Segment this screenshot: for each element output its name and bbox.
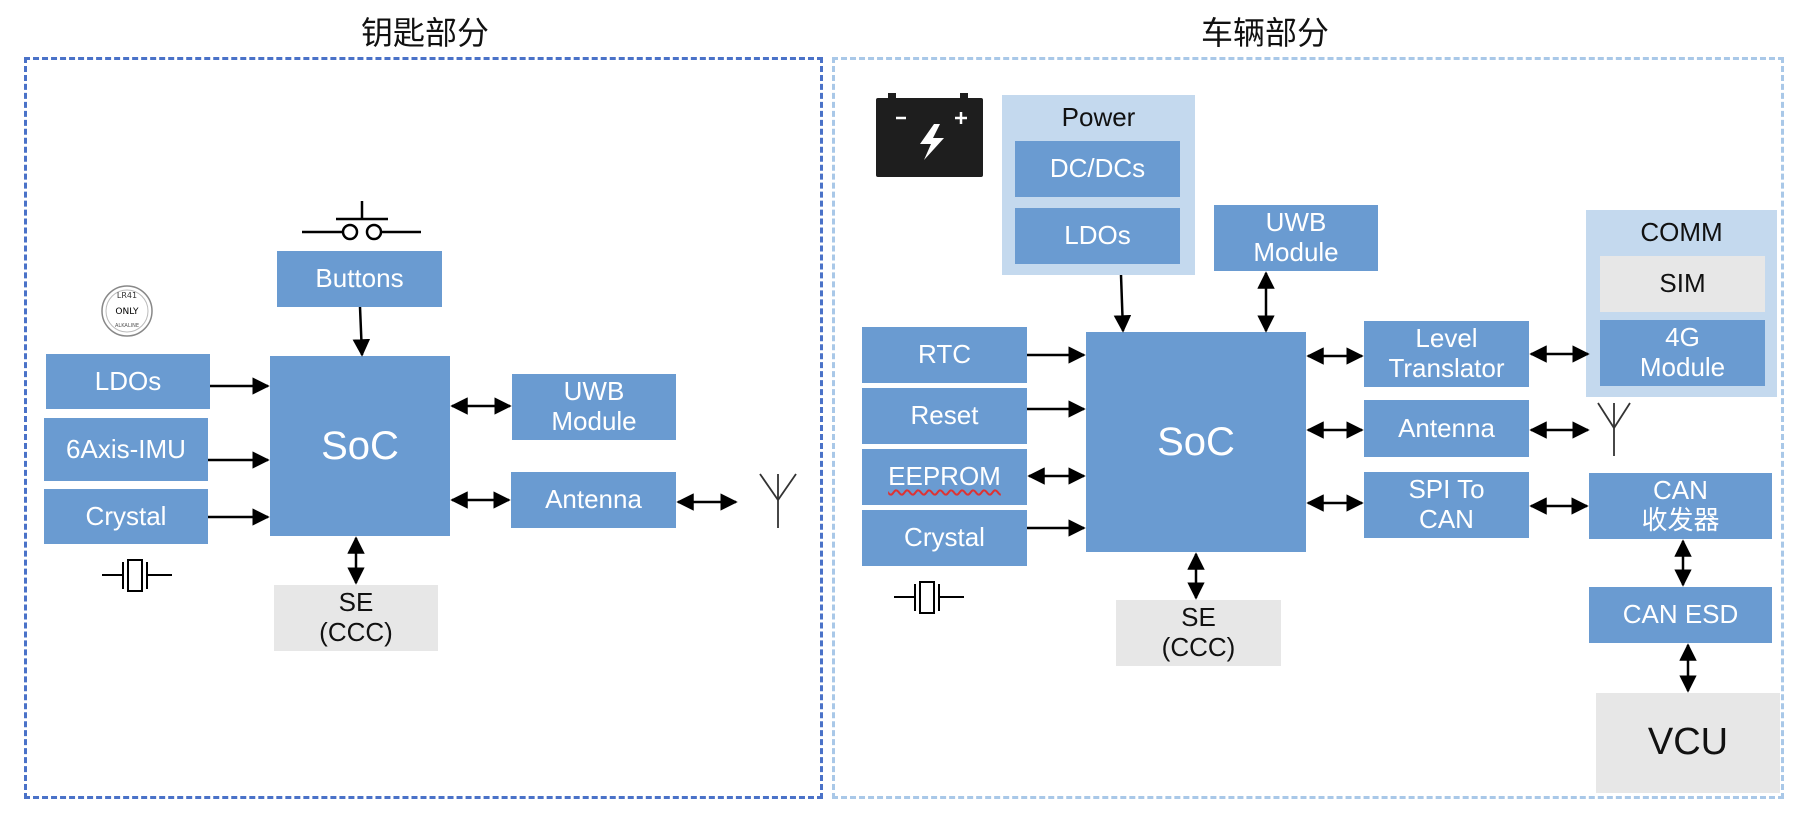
4g-module-box: 4G Module (1600, 320, 1765, 386)
coin-label-alkaline: ALKALINE (115, 323, 139, 329)
vcu-box: VCU (1596, 693, 1780, 793)
power-dcdc-box: DC/DCs (1015, 141, 1180, 197)
vehicle-uwb-module-box: UWB Module (1214, 205, 1378, 271)
antenna-symbol-icon (759, 473, 797, 528)
can-esd-box: CAN ESD (1589, 587, 1772, 643)
power-ldos-box: LDOs (1015, 208, 1180, 264)
vehicle-section-title: 车辆部分 (1200, 14, 1329, 52)
key-uwb-module-box: UWB Module (512, 374, 676, 440)
key-section-panel (24, 57, 823, 799)
vehicle-soc-box: SoC (1086, 332, 1306, 552)
comm-group-title: COMM (1640, 217, 1723, 247)
key-crystal-box: Crystal (44, 489, 208, 544)
sim-box: SIM (1600, 256, 1765, 312)
key-buttons-box: Buttons (277, 251, 442, 307)
key-imu-box: 6Axis-IMU (44, 418, 208, 481)
antenna-symbol-icon-vehicle (1597, 402, 1631, 456)
reset-box: Reset (862, 388, 1027, 444)
key-ldos-box: LDOs (46, 354, 210, 409)
crystal-symbol-icon-vehicle (894, 581, 964, 614)
spi-to-can-box: SPI To CAN (1364, 472, 1529, 538)
level-translator-box: Level Translator (1364, 321, 1529, 387)
coin-label-lr41: LR41 (117, 291, 137, 300)
key-antenna-box: Antenna (511, 472, 676, 528)
vehicle-se-box: SE (CCC) (1116, 600, 1281, 666)
rtc-box: RTC (862, 327, 1027, 383)
key-se-box: SE (CCC) (274, 585, 438, 651)
eeprom-label: EEPROM (888, 461, 1001, 492)
can-transceiver-box: CAN 收发器 (1589, 473, 1772, 539)
coin-label-only: ONLY (115, 307, 139, 317)
arrow-power-to-soc (1113, 274, 1132, 333)
power-group-title: Power (1061, 102, 1136, 132)
eeprom-box: EEPROM (862, 449, 1027, 505)
car-battery-icon (876, 93, 983, 177)
arrow-buttons-to-soc (352, 306, 371, 357)
coin-battery-icon: LR41 ONLY ALKALINE (101, 285, 153, 337)
vehicle-antenna-box: Antenna (1364, 400, 1529, 457)
key-section-title: 钥匙部分 (360, 14, 489, 52)
push-button-icon (302, 201, 421, 241)
vehicle-section-panel (832, 57, 1784, 799)
vehicle-crystal-box: Crystal (862, 510, 1027, 566)
key-soc-box: SoC (270, 356, 450, 536)
crystal-symbol-icon (102, 559, 172, 592)
